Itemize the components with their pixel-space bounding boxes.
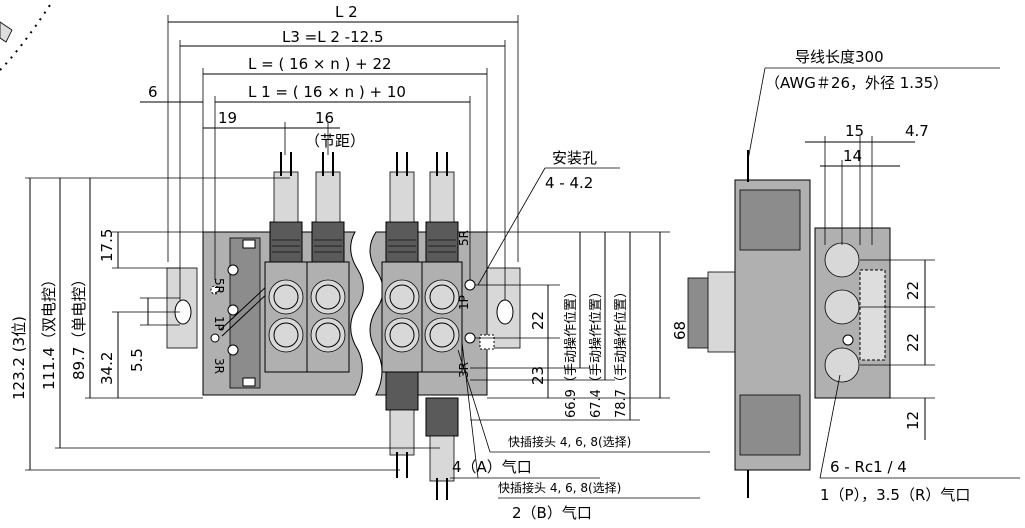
dim-22: 22	[529, 311, 547, 330]
valve-3	[381, 152, 423, 478]
side-dim-47: 4.7	[905, 122, 929, 140]
dim-34: 34.2	[98, 352, 116, 385]
dim-l3: L3 =L 2 -12.5	[282, 28, 383, 46]
port-3r-left: 3R	[212, 358, 226, 374]
dim-674: 67.4（手动操作位置）	[588, 285, 604, 418]
side-dim-22b: 22	[904, 333, 922, 352]
dim-19: 19	[218, 109, 237, 127]
dim-787: 78.7（手动操作位置）	[613, 285, 629, 418]
side-dim-12: 12	[904, 411, 922, 430]
mount-hole-spec: 4 - 4.2	[545, 174, 593, 192]
dim-pitch: （节距）	[305, 132, 365, 150]
dim-669: 66.9（手动操作位置）	[563, 285, 579, 418]
port-5r-left: 5R	[212, 278, 226, 294]
dim-l2: L 2	[335, 3, 358, 21]
wire-length-label: 导线长度300	[795, 48, 884, 66]
fitting-label-1: 快插接头 4, 6, 8(选择)	[508, 434, 631, 449]
port-1p-left: 1P	[212, 316, 226, 331]
port-3r-right: 3R	[457, 362, 471, 378]
dim-l1: L 1 = ( 16 × n ) + 10	[248, 83, 406, 101]
corner-decoration	[0, 4, 51, 71]
dim-55: 5.5	[128, 348, 146, 372]
dimension-lines	[25, 15, 1020, 499]
dim-89: 89.7（单电控）	[70, 272, 88, 380]
port-b-label: 2（B）气口	[512, 504, 592, 522]
side-view	[687, 150, 891, 498]
side-dim-15: 15	[845, 122, 864, 140]
port-5r-right: 5R	[457, 230, 471, 246]
side-dim-22a: 22	[904, 281, 922, 300]
valve-4	[421, 152, 463, 500]
fitting-label-2: 快插接头 4, 6, 8(选择)	[498, 480, 621, 495]
callout-labels: 安装孔 4 - 4.2 导线长度300 （AWG＃26，外径 1.35） 快插接…	[212, 48, 970, 522]
port-rc-label: 6 - Rc1 / 4	[830, 458, 907, 476]
port-pr-label: 1（P），3.5（R）气口	[820, 486, 970, 504]
dimension-labels: L 2 L3 =L 2 -12.5 L = ( 16 × n ) + 22 L …	[10, 3, 929, 430]
side-dim-14: 14	[843, 147, 862, 165]
port-1p-right: 1P	[457, 295, 471, 310]
mount-hole-label: 安装孔	[552, 149, 597, 167]
port-a-label: 4（A）气口	[452, 458, 532, 476]
dim-l: L = ( 16 × n ) + 22	[248, 55, 392, 73]
dim-17: 17.5	[98, 229, 116, 262]
valve-1	[264, 152, 308, 373]
dim-68: 68	[671, 321, 689, 340]
dim-16: 16	[315, 109, 334, 127]
valve-2	[306, 152, 350, 373]
dim-123: 123.2 (3位)	[10, 316, 28, 400]
dim-23: 23	[529, 366, 547, 385]
dim-6: 6	[148, 83, 158, 101]
front-view	[166, 152, 521, 500]
dim-111: 111.4（双电控）	[40, 272, 58, 390]
wire-spec-label: （AWG＃26，外径 1.35）	[765, 74, 948, 92]
